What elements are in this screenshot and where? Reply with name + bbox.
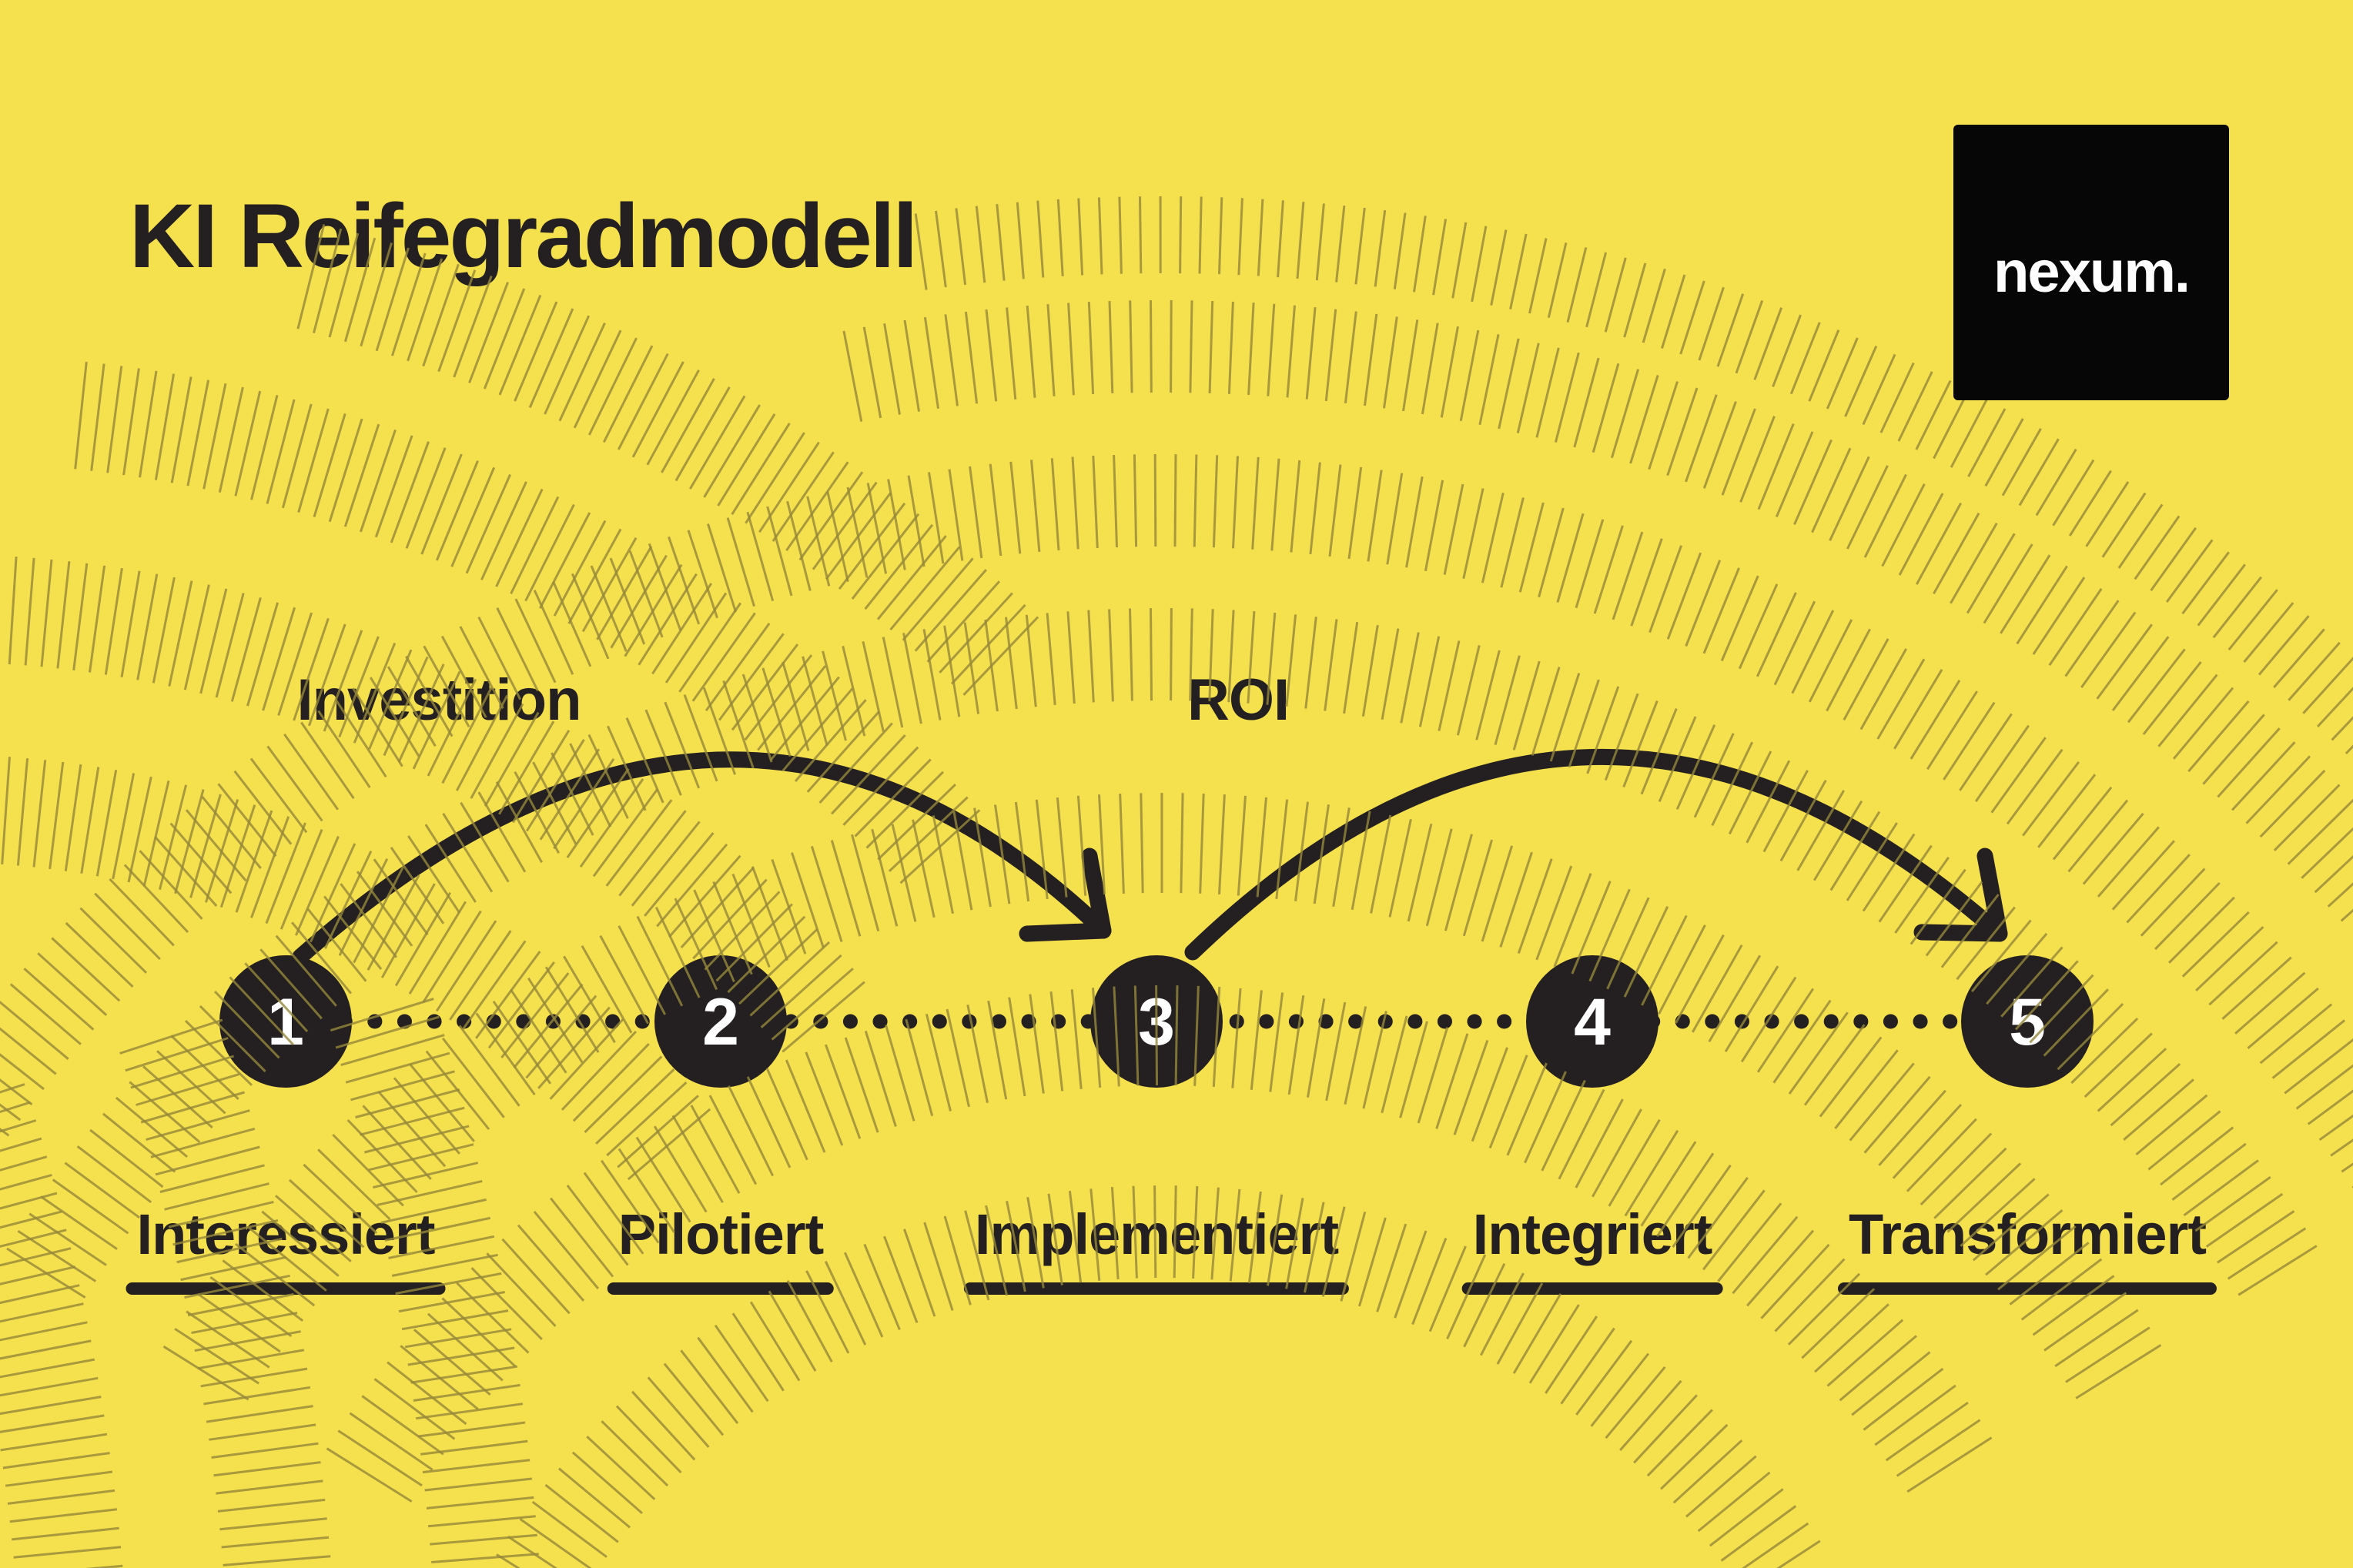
stage-number-5: 5 <box>2009 985 2046 1059</box>
stage-label-block-1: Interessiert <box>126 1202 446 1295</box>
stage-number-3: 3 <box>1138 985 1175 1059</box>
nexum-logo-text: nexum. <box>1993 239 2191 305</box>
page-title: KI Reifegradmodell <box>129 186 918 287</box>
stage-number-4: 4 <box>1574 985 1611 1059</box>
stage-number-1: 1 <box>267 985 304 1059</box>
stage-underline <box>1837 1282 2217 1295</box>
stage-underline <box>963 1282 1350 1295</box>
stage-underline <box>1461 1282 1723 1295</box>
annotation-investition: Investition <box>296 667 581 733</box>
stage-label-block-3: Implementiert <box>963 1202 1350 1295</box>
stage-label-pilotiert: Pilotiert <box>618 1202 824 1266</box>
stage-underline <box>607 1282 835 1295</box>
stage-underline <box>126 1282 446 1295</box>
nexum-logo: nexum. <box>1953 125 2229 400</box>
stage-label-implementiert: Implementiert <box>974 1202 1339 1266</box>
stage-label-block-4: Integriert <box>1461 1202 1723 1295</box>
stage-label-block-5: Transformiert <box>1837 1202 2217 1295</box>
stage-label-interessiert: Interessiert <box>136 1202 436 1266</box>
stage-label-integriert: Integriert <box>1472 1202 1713 1266</box>
arrowhead-investition-icon <box>1019 848 1112 942</box>
stage-number-2: 2 <box>702 985 739 1059</box>
stage-label-block-2: Pilotiert <box>607 1202 835 1295</box>
stage-label-transformiert: Transformiert <box>1848 1202 2207 1266</box>
annotation-roi: ROI <box>1187 667 1290 733</box>
